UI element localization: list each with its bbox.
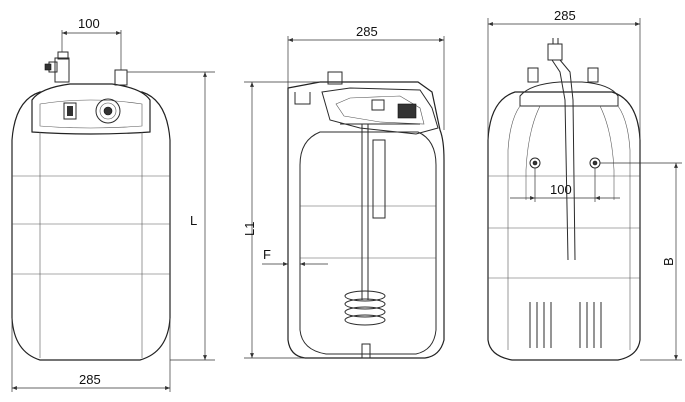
front-outlet-pipe [114, 69, 128, 86]
side-view: 285 L1 F [242, 24, 445, 359]
dim-back-height: B [661, 257, 676, 266]
back-view: 285 100 B [487, 8, 682, 361]
side-casing-outline [287, 81, 445, 359]
dim-side-offset: F [263, 247, 271, 262]
side-top-connector [327, 71, 343, 85]
dim-front-top-spacing: 100 [78, 16, 100, 31]
power-switch-icon [63, 102, 77, 120]
front-tank-outline [11, 91, 171, 361]
side-inner-tank [299, 131, 437, 355]
back-tank-outline [487, 91, 641, 361]
thermostat-sensor-tube [372, 139, 386, 219]
dim-back-width: 285 [554, 8, 576, 23]
power-switch-rocker [67, 106, 73, 116]
back-left-connector [527, 67, 539, 83]
front-control-panel [31, 83, 151, 135]
front-inlet-pipe [44, 51, 70, 83]
dim-front-width: 285 [79, 372, 101, 387]
thermostat-dial-icon [95, 98, 121, 124]
dim-front-height: L [190, 213, 197, 228]
back-right-connector [587, 67, 599, 83]
dim-side-depth: 285 [356, 24, 378, 39]
power-cable-icon [547, 38, 576, 261]
front-view: 100 L 285 [11, 16, 215, 392]
dim-side-height: L1 [242, 222, 257, 236]
back-vent-slots [529, 302, 602, 348]
side-drain-valve [361, 343, 371, 359]
heating-coil [344, 290, 386, 326]
dim-back-spacing: 100 [550, 182, 572, 197]
side-thermostat-block [397, 103, 417, 119]
